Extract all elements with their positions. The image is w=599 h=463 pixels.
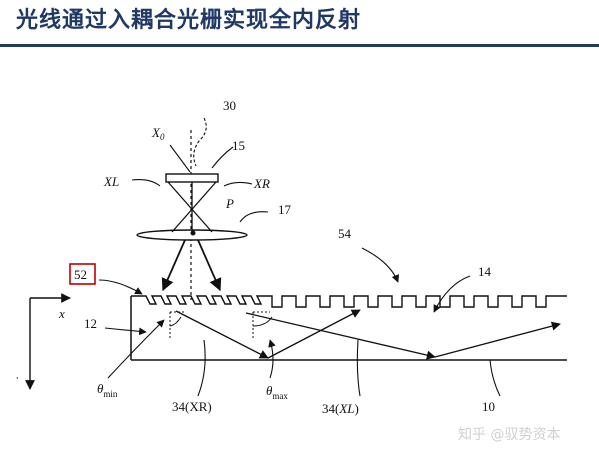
angle-normals (169, 311, 270, 338)
axes (25, 293, 71, 390)
page-title: 光线通过入耦合光栅实现全内反射 (16, 8, 362, 33)
guided-rays (175, 309, 561, 360)
theta-min-arc (169, 316, 182, 327)
label-17: 17 (278, 202, 292, 217)
label-34-xl: 34(XL) (322, 401, 359, 416)
light-cone (167, 181, 217, 233)
ray-xl (245, 312, 436, 360)
label-xl: XL (103, 174, 119, 189)
label-xr: XR (253, 176, 270, 191)
in-coupling-grating (131, 295, 263, 305)
stray-tick-mark: ˈ (15, 374, 19, 389)
label-theta-max: θmax (266, 383, 288, 401)
title-underline (0, 44, 599, 47)
label-30: 30 (223, 98, 236, 113)
label-15: 15 (232, 138, 245, 153)
label-p: P (225, 196, 234, 211)
label-52-highlight-box (69, 263, 96, 285)
waveguide (130, 296, 567, 361)
ray-xr (175, 310, 269, 359)
label-12: 12 (84, 316, 97, 331)
incident-rays (161, 239, 222, 292)
label-14: 14 (478, 264, 492, 279)
label-10: 10 (482, 399, 495, 414)
out-coupling-grating (262, 295, 567, 308)
theta-max-arc (252, 316, 273, 327)
label-52: 52 (74, 267, 87, 282)
watermark: 知乎 @驭势资本 (458, 427, 561, 443)
label-34-xr: 34(XR) (172, 399, 212, 414)
leader-lines (98, 117, 501, 397)
label-54: 54 (338, 226, 352, 241)
label-x0: X0 (151, 125, 165, 142)
focal-point-p (190, 230, 196, 236)
label-theta-min: θmin (97, 381, 118, 399)
label-x-axis: x (58, 306, 65, 321)
display-15 (165, 173, 219, 183)
